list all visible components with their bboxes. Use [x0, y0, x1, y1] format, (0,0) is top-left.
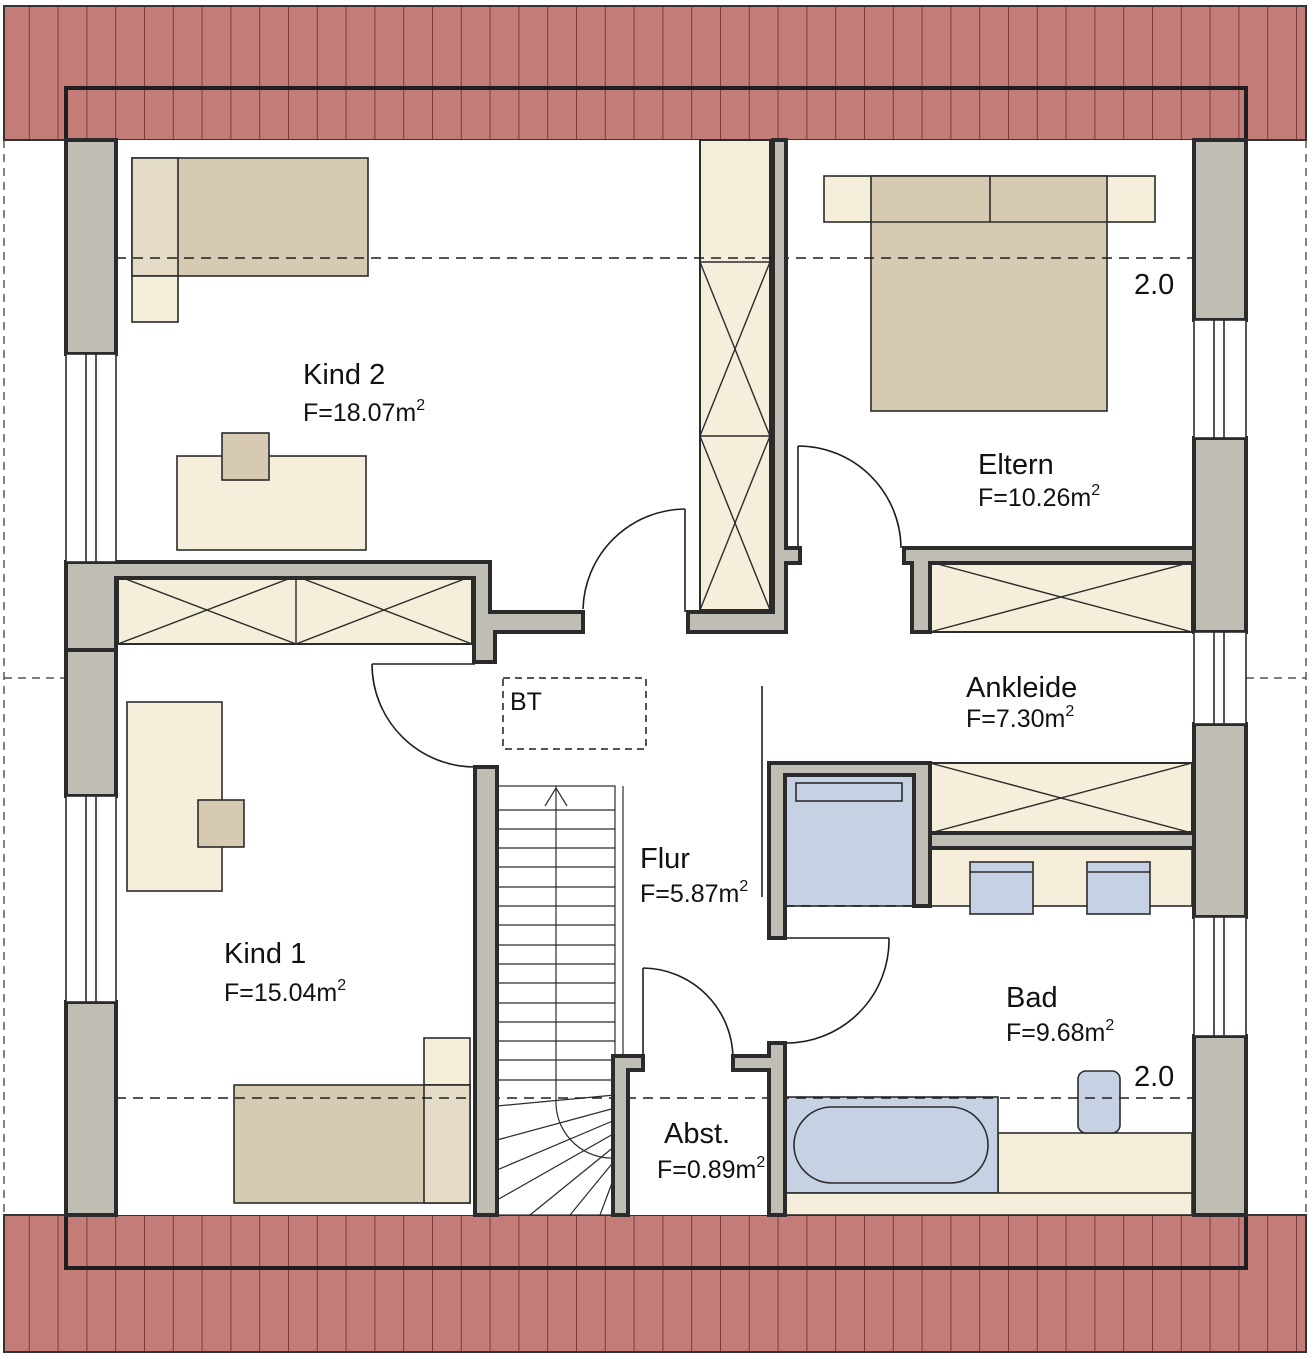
- wall-hall-eltern: [686, 138, 802, 634]
- exterior-wall-right-3: [1192, 722, 1248, 919]
- roof-top: [3, 5, 1307, 141]
- wardrobe-crosses: [117, 261, 1193, 834]
- nightstand-kind1: [423, 1037, 471, 1086]
- exterior-wall-right-2: [1192, 436, 1248, 634]
- wall-shower: [767, 761, 932, 940]
- room-name-bad: Bad: [1006, 982, 1058, 1014]
- exterior-wall-left-3: [64, 1000, 118, 1217]
- wall-kind2-kind1: [64, 560, 585, 664]
- chair-kind1: [197, 799, 245, 848]
- room-area-flur: F=5.87m2: [640, 878, 748, 908]
- exterior-wall-right-4: [1192, 1034, 1248, 1217]
- room-labels: Kind 2 F=18.07m2 Eltern F=10.26m2 Anklei…: [224, 269, 1174, 1184]
- roof-bottom: [3, 1214, 1307, 1353]
- furniture: [126, 157, 1156, 1204]
- stairs: [496, 785, 624, 1216]
- room-name-kind1: Kind 1: [224, 938, 306, 970]
- bt-label: BT: [510, 688, 542, 716]
- wall-eltern-ankleide: [902, 546, 1196, 634]
- room-name-flur: Flur: [640, 843, 690, 875]
- overhang-lines: [3, 140, 1307, 1215]
- bed-kind2-end: [131, 157, 179, 277]
- bathroom-fixtures: [783, 774, 1193, 1216]
- room-area-kind1: F=15.04m2: [224, 977, 346, 1007]
- bed-eltern: [870, 175, 1108, 412]
- room-area-bad: F=9.68m2: [1006, 1017, 1114, 1047]
- wall-abst: [611, 1054, 645, 1217]
- desk-kind2: [176, 455, 367, 551]
- exterior-wall-left-1: [64, 138, 118, 356]
- sink-right: [1086, 861, 1151, 915]
- room-name-ankleide: Ankleide: [966, 672, 1077, 704]
- chair-kind2: [221, 432, 270, 481]
- windows: [65, 319, 1247, 1037]
- room-name-eltern: Eltern: [978, 449, 1054, 481]
- height-mark-bottom: 2.0: [1134, 1061, 1174, 1093]
- room-name-abst: Abst.: [664, 1118, 730, 1150]
- wall-stairs-left: [473, 765, 499, 1217]
- room-area-ankleide: F=7.30m2: [966, 703, 1074, 733]
- room-area-kind2: F=18.07m2: [303, 397, 425, 427]
- nightstand-kind2: [131, 275, 179, 323]
- room-name-kind2: Kind 2: [303, 359, 385, 391]
- wall-ankleide-bad: [928, 831, 1196, 850]
- toilet: [1077, 1070, 1121, 1134]
- room-area-eltern: F=10.26m2: [978, 482, 1100, 512]
- roof-edge-outline: [64, 86, 1248, 1270]
- desk-kind1: [126, 701, 223, 892]
- walls: [64, 138, 1248, 1217]
- sink-left: [969, 861, 1034, 915]
- wall-bad-abst: [731, 1041, 787, 1217]
- knee-wall-lines: [116, 257, 1194, 1099]
- height-mark-top: 2.0: [1134, 269, 1174, 301]
- door-swings: [371, 445, 902, 1059]
- room-area-abst: F=0.89m2: [657, 1154, 765, 1184]
- exterior-wall-right-1: [1192, 138, 1248, 322]
- bed-kind1-end: [423, 1084, 471, 1204]
